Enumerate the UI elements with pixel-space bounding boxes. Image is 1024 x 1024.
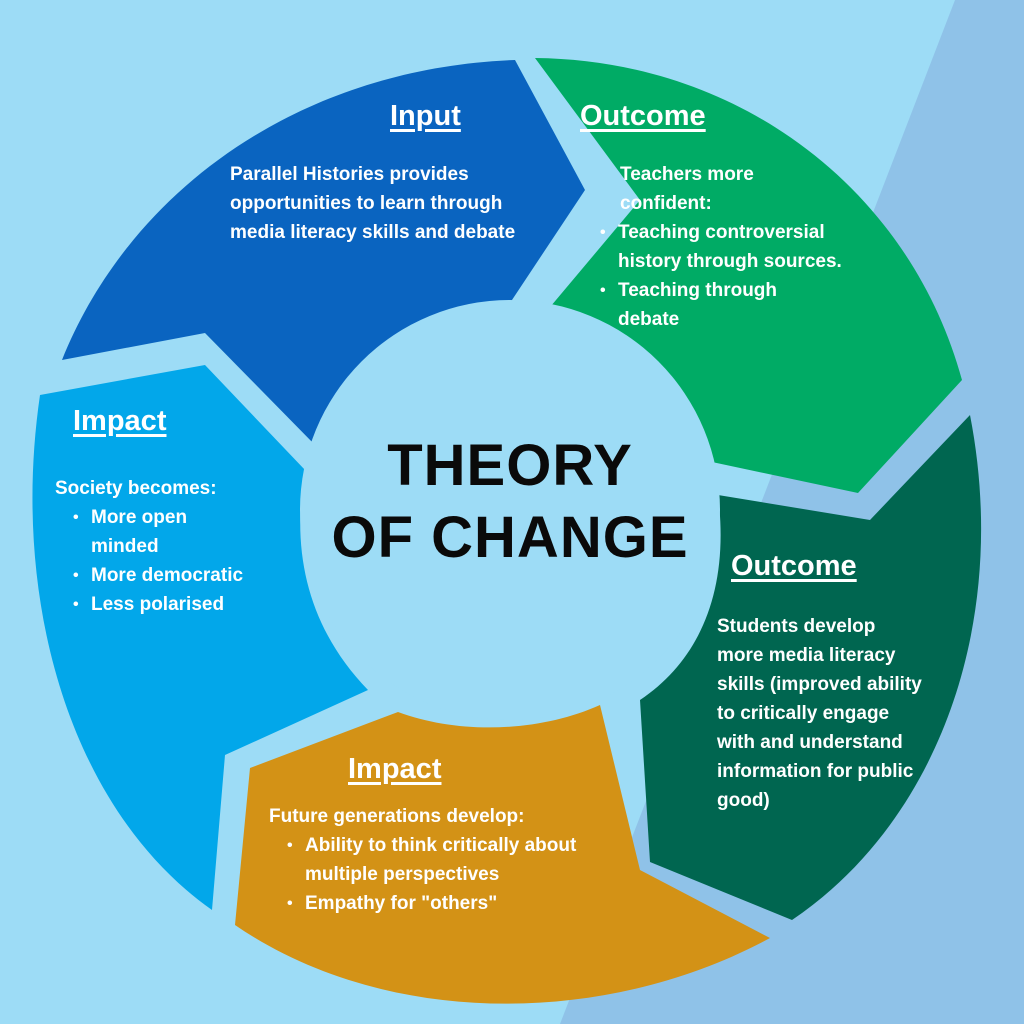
title-line-1: THEORY <box>387 433 633 498</box>
input-description: Parallel Histories provides opportunitie… <box>230 164 516 243</box>
teacher-outcome-heading: Outcome <box>580 100 706 132</box>
society-impact-intro: Society becomes: <box>55 478 217 499</box>
student-outcome-description: Students develop more media literacy ski… <box>717 616 922 811</box>
center-circle <box>300 300 720 720</box>
teacher-outcome-item: Teaching through debate <box>598 276 818 334</box>
society-impact-list: More open minded More democratic Less po… <box>71 503 285 619</box>
input-heading: Input <box>390 100 461 132</box>
future-impact-intro: Future generations develop: <box>269 806 525 827</box>
society-impact-segment <box>32 365 368 910</box>
future-impact-heading: Impact <box>348 753 442 785</box>
student-outcome-segment <box>640 415 982 920</box>
input-segment <box>62 60 585 445</box>
teacher-outcome-body: Teachers more confident: Teaching contro… <box>598 160 898 334</box>
society-impact-item: More open minded <box>71 503 211 561</box>
student-outcome-heading: Outcome <box>731 550 857 582</box>
future-impact-body: Future generations develop: Ability to t… <box>269 802 629 918</box>
diagram-title: THEORY OF CHANGE <box>300 430 720 574</box>
future-impact-list: Ability to think critically about multip… <box>285 831 629 918</box>
society-impact-heading: Impact <box>73 405 167 437</box>
teacher-outcome-list: Teaching controversial history through s… <box>598 218 898 334</box>
title-line-2: OF CHANGE <box>331 505 689 570</box>
teacher-outcome-intro: Teachers more confident: <box>620 164 754 214</box>
teacher-outcome-item: Teaching controversial history through s… <box>598 218 880 276</box>
future-impact-item: Ability to think critically about multip… <box>285 831 625 889</box>
society-impact-item: Less polarised <box>71 590 285 619</box>
society-impact-body: Society becomes: More open minded More d… <box>55 474 285 619</box>
future-impact-item: Empathy for "others" <box>285 889 629 918</box>
society-impact-item: More democratic <box>71 561 285 590</box>
